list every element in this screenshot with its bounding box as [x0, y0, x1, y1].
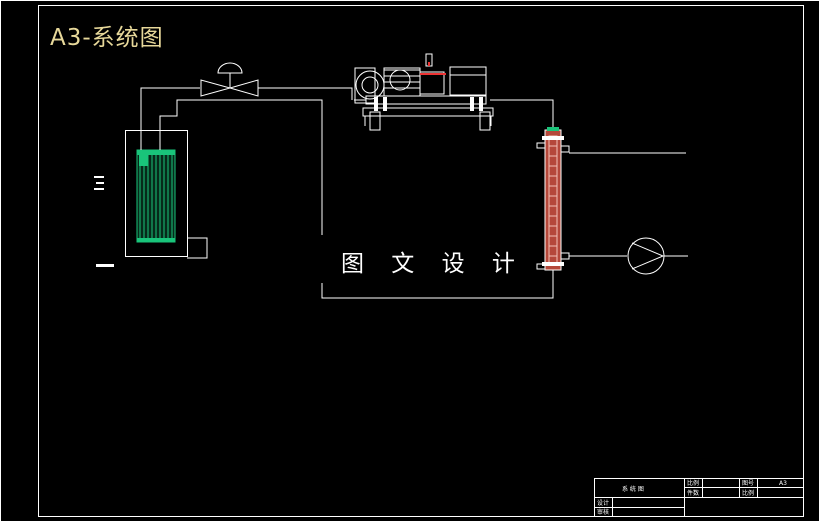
condenser-return-pipe [321, 270, 554, 299]
title-block-review-label: 审核 [597, 508, 609, 516]
title-block-scale-label: 比例 [687, 479, 699, 487]
return-pipe [159, 99, 323, 235]
drawing-title: A3-系统图 [50, 25, 164, 51]
supply-pipe [140, 87, 200, 150]
title-block-count-label: 件数 [687, 489, 699, 497]
evaporator-tank-icon [94, 130, 208, 267]
pump-icon [627, 237, 665, 275]
shell-tube-condenser-icon [536, 127, 570, 271]
watermark-text: 图 文 设 计 [341, 251, 525, 277]
title-block [594, 478, 804, 517]
title-block-name: 系 统 图 [622, 485, 644, 493]
title-block-design-label: 设计 [597, 499, 609, 507]
title-block-drawing-no-label: 图号 [742, 480, 754, 487]
valve-icon [200, 62, 259, 97]
chiller-unit-icon [354, 53, 494, 131]
title-block-sheet: A3 [779, 480, 787, 487]
inner-border [38, 5, 804, 517]
title-block-ratio-label: 比例 [742, 489, 754, 497]
